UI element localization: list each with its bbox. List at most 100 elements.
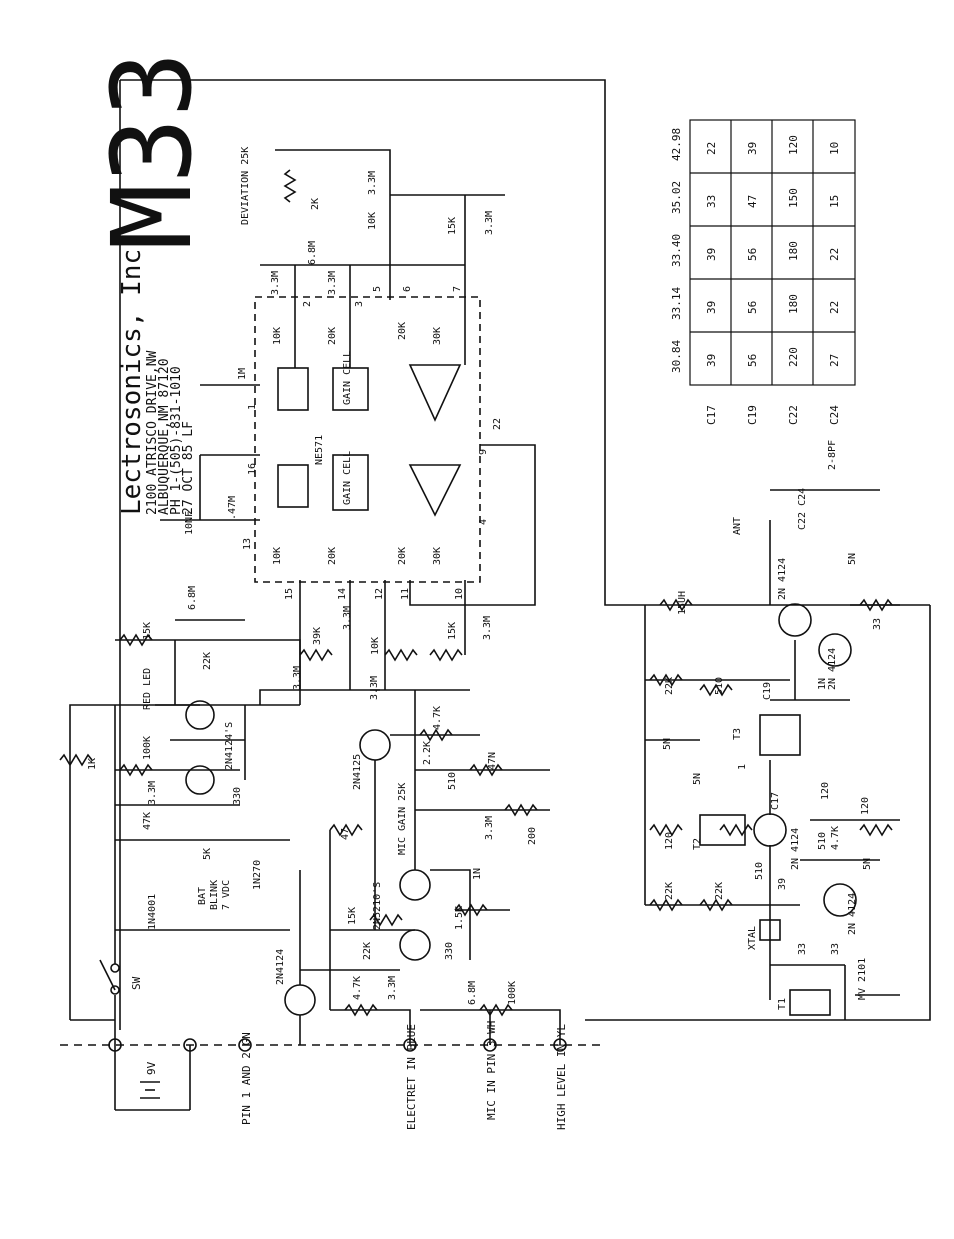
label-c19: C19	[762, 682, 773, 700]
label-ne571: NE571	[314, 435, 325, 465]
label-7vdc: 7 VDC	[221, 880, 232, 910]
label-1n-b: 1N	[817, 678, 828, 690]
label-120-a: 120	[664, 832, 675, 850]
label-1m: 1M	[237, 368, 248, 380]
label-c17: C17	[770, 792, 781, 810]
model-title: M33	[88, 51, 216, 250]
label-15uh: 15UH	[677, 591, 688, 615]
label-4-7k-c: 4.7K	[830, 826, 841, 850]
label-15k-d: 15K	[447, 217, 458, 235]
label-30k-b: 30K	[432, 547, 443, 565]
label-20k-c: 20K	[327, 547, 338, 565]
label-47n: 47N	[487, 752, 498, 770]
label-3-3m-c: 3.3M	[484, 816, 495, 840]
label-330: 330	[232, 787, 243, 805]
label-pin14: 14	[337, 588, 348, 600]
label-2n4124-e: 2N 4124	[847, 893, 858, 935]
pin12-label: PIN 1 AND 2 GN	[240, 1032, 253, 1125]
label-100k: 100K	[142, 736, 153, 760]
label-4-7k-b: 4.7K	[432, 706, 443, 730]
label-3-3m-b: 3.3M	[387, 976, 398, 1000]
label-2n4124-a: 2N4124	[275, 949, 286, 985]
label-3-3m-a: 3.3M	[147, 781, 158, 805]
label-pin3: 3	[354, 301, 365, 307]
label-pin13: 13	[242, 538, 253, 550]
freq-cell: 47	[746, 195, 759, 208]
label-33-a: 33	[872, 618, 883, 630]
frequency-table: 30.8433.1433.4035.0242.98C173939393322C1…	[670, 119, 856, 425]
label-2-2k: 2.2K	[422, 741, 433, 765]
freq-cell: 120	[787, 135, 800, 155]
label-2n4124-d: 2N 4124	[790, 828, 801, 870]
label-5n-a: 5N	[847, 553, 858, 565]
label-20k-d: 20K	[397, 547, 408, 565]
freq-column-header: 30.84	[670, 340, 683, 373]
label-510-d: 510	[754, 862, 765, 880]
freq-cell: 220	[787, 347, 800, 367]
label-pin12: 12	[374, 588, 385, 600]
label-10k-b: 10K	[272, 327, 283, 345]
label-pin2: 2	[302, 301, 313, 307]
label-10k-d: 10K	[367, 212, 378, 230]
label-1: 1	[737, 764, 748, 770]
label-3-3m-d: 3.3M	[292, 666, 303, 690]
freq-cell: 56	[746, 301, 759, 314]
label-22k-c: 22K	[664, 677, 675, 695]
freq-cell: 56	[746, 248, 759, 261]
label-3-3m-f: 3.3M	[342, 606, 353, 630]
label-33-c: 33	[830, 943, 841, 955]
wiring	[60, 79, 931, 1111]
company-name: Lectrosonics, Inc.	[117, 233, 147, 515]
label-39: 39	[777, 878, 788, 890]
connector-labels: PIN 1 AND 2 GN ELECTRET IN BLUE MIC IN P…	[130, 976, 568, 1130]
address-line-1: 2100 ATRISCO DRIVE,NW	[145, 350, 160, 515]
label-510-b: 510	[714, 677, 725, 695]
label-5k: 5K	[202, 848, 213, 860]
mic-in-label: MIC IN PIN 3 WH	[485, 1021, 498, 1120]
label-bat: BAT	[197, 887, 208, 905]
label-22k-a: 22K	[202, 652, 213, 670]
freq-cell: 33	[705, 195, 718, 208]
label-1k: 1K	[87, 758, 98, 770]
label-047m: .47M	[227, 496, 238, 520]
label-22k-e: 22K	[714, 882, 725, 900]
freq-cell: 22	[705, 142, 718, 155]
label-10nf: 10NF	[184, 511, 195, 535]
freq-cell: 180	[787, 241, 800, 261]
freq-row-label: C24	[828, 405, 841, 425]
label-gain-cell-2: GAIN CELL	[342, 451, 353, 505]
label-mic-gain: MIC GAIN 25K	[397, 783, 408, 855]
label-4-7k-a: 4.7K	[352, 976, 363, 1000]
freq-cell: 56	[746, 354, 759, 367]
freq-column-header: 42.98	[670, 128, 683, 161]
freq-column-header: 35.02	[670, 181, 683, 214]
label-5n-d: 5N	[862, 858, 873, 870]
battery-label: 9V	[145, 1061, 158, 1075]
label-2-8pf: 2-8PF	[827, 440, 838, 470]
freq-row-label: C19	[746, 405, 759, 425]
label-3-3m-g: 3.3M	[482, 616, 493, 640]
freq-cell: 180	[787, 294, 800, 314]
phone-line: PH 1-(505)-831-1010	[169, 366, 184, 515]
label-3-3m-k: 3.3M	[484, 211, 495, 235]
label-deviation: DEVIATION 25K	[240, 147, 251, 225]
label-1n: 1N	[472, 868, 483, 880]
label-mv2101: MV 2101	[857, 958, 868, 1000]
label-22k-b: 22K	[362, 942, 373, 960]
label-510-c: 510	[817, 832, 828, 850]
label-39k: 39K	[312, 627, 323, 645]
freq-row-label: C17	[705, 405, 718, 425]
label-pin15: 15	[284, 588, 295, 600]
label-t2: T2	[692, 838, 703, 850]
label-47k: 47K	[142, 812, 153, 830]
label-3-3m-h: 3.3M	[270, 271, 281, 295]
label-2k: 2K	[310, 198, 321, 210]
label-2n4124s: 2N4124'S	[224, 722, 235, 770]
label-2n4125: 2N4125	[352, 754, 363, 790]
label-6-8m-b: 6.8M	[467, 981, 478, 1005]
label-10k-c: 10K	[272, 547, 283, 565]
label-6-8m-a: 6.8M	[187, 586, 198, 610]
label-xtal: XTAL	[747, 926, 758, 950]
label-pin11: 11	[400, 588, 411, 600]
